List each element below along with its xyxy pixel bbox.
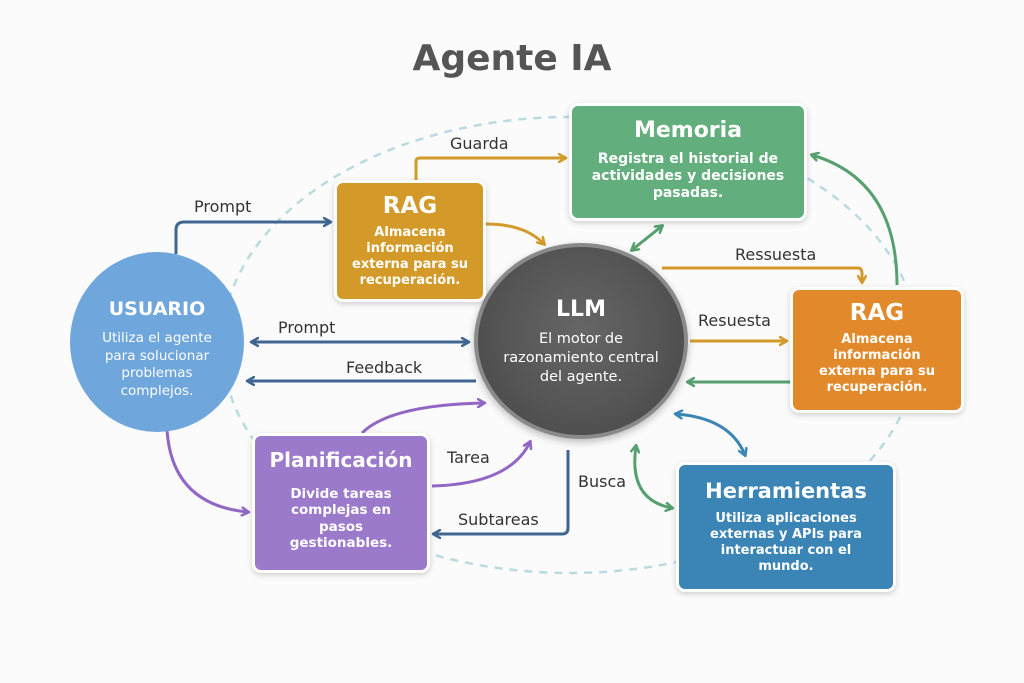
node-herramientas-title: Herramientas [705,479,867,503]
arrow-tarea [431,442,530,488]
node-planificacion-desc: Divide tareas complejas en pasos gestion… [289,486,393,552]
arrow-guarda [414,158,565,180]
arrow-llm-memoria [632,226,662,250]
node-planificacion: Planificación Divide tareas complejas en… [252,433,430,573]
edge-label-tarea: Tarea [447,448,490,467]
node-memoria-desc: Registra el historial de actividades y d… [591,151,785,202]
node-rag-right-desc: Almacena información externa para su rec… [819,332,935,395]
arrow-usuario-to-planificacion [165,429,248,512]
node-usuario-title: USUARIO [108,298,206,320]
arrow-llm-herramientas [676,414,745,455]
edge-label-prompt-mid: Prompt [278,318,336,337]
node-herramientas-desc: Utiliza aplicaciones externas y APIs par… [710,511,862,574]
edge-label-feedback: Feedback [346,358,423,377]
node-rag-top-title: RAG [382,193,438,219]
node-memoria: Memoria Registra el historial de activid… [569,103,807,221]
arrow-rag-to-memoria [812,155,899,286]
diagram-title: Agente IA [412,38,612,79]
arrow-rag-to-llm [485,222,544,244]
node-rag-right-title: RAG [849,300,905,326]
edge-label-busca: Busca [578,472,627,491]
edge-label-ressuesta: Ressuesta [735,245,817,264]
node-rag-top-desc: Almacena información externa para su rec… [352,225,468,288]
arrow-ressuesta [662,266,862,282]
node-memoria-title: Memoria [633,118,743,143]
node-rag-top: RAG Almacena información externa para su… [334,180,486,302]
node-planificacion-title: Planificación [269,448,413,472]
node-llm-desc: El motor de razonamiento central del age… [503,331,659,385]
node-usuario: USUARIO Utiliza el agente para soluciona… [70,252,244,432]
node-llm-title: LLM [556,297,606,322]
node-herramientas: Herramientas Utiliza aplicaciones extern… [676,462,896,592]
arrow-busca [635,446,672,508]
edge-label-prompt-top: Prompt [194,197,252,216]
edge-label-resuesta: Resuesta [698,311,771,330]
node-llm: LLM El motor de razonamiento central del… [474,243,688,439]
node-usuario-desc: Utiliza el agente para solucionar proble… [102,330,212,399]
edge-label-guarda: Guarda [450,134,509,153]
arrow-subtareas [434,450,570,534]
edge-label-subtareas: Subtareas [458,510,539,529]
arrow-prompt-to-rag [174,222,330,254]
arrow-planificacion-to-llm-top [360,403,484,435]
node-rag-right: RAG Almacena información externa para su… [790,287,964,413]
